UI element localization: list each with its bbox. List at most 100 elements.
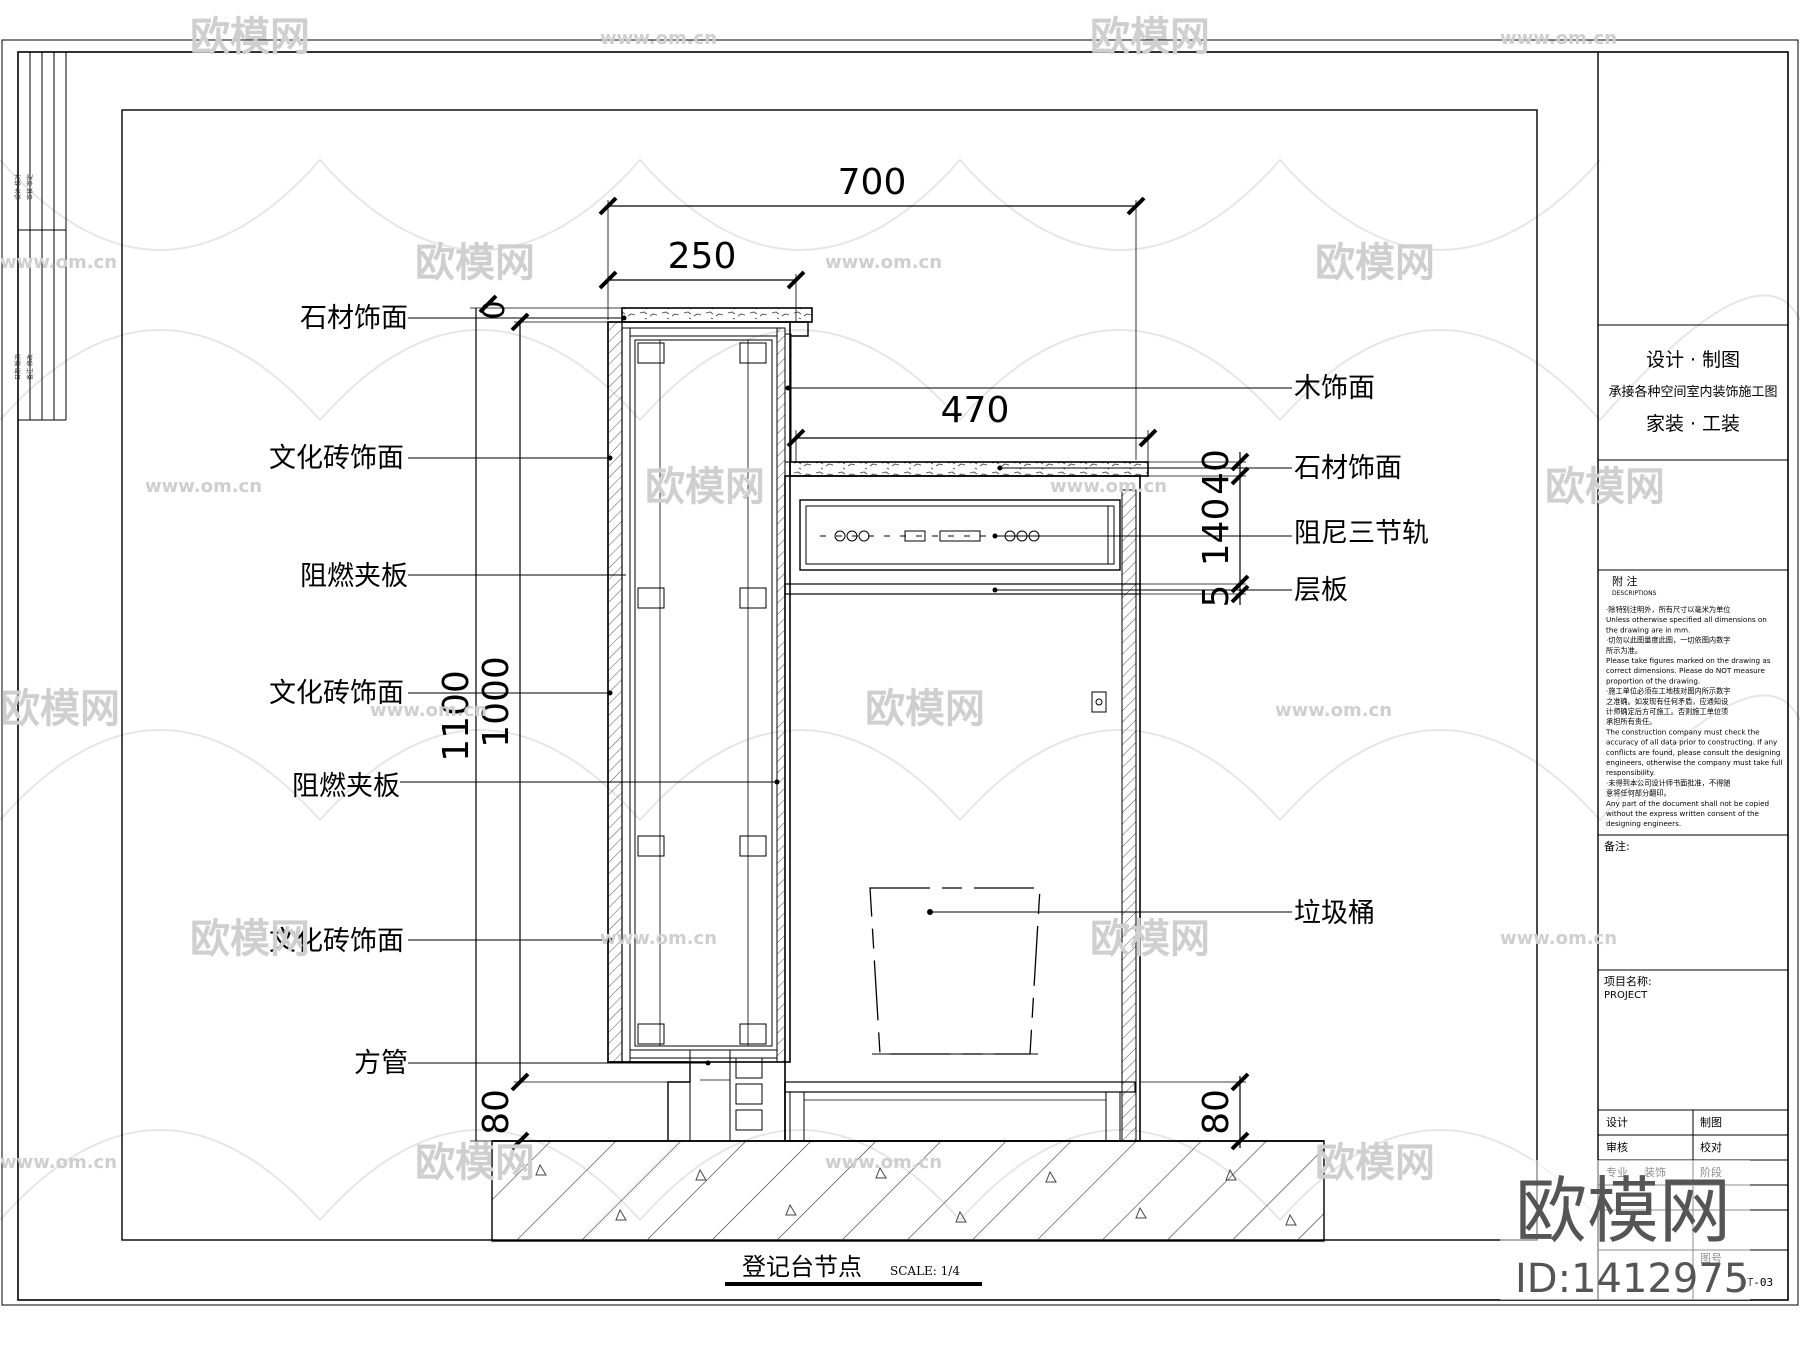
counter-section (607, 307, 1149, 1142)
svg-text:备注 修改: 备注 修改 (26, 354, 34, 380)
svg-text:设计 校对: 设计 校对 (14, 174, 22, 200)
wm-url: www.om.cn (145, 476, 262, 497)
note-line: ·切勿以此图量度此图，一切依图内数字 (1606, 636, 1730, 645)
notes-title: 附 注 (1612, 574, 1638, 588)
svg-text:日期 版次: 日期 版次 (14, 354, 22, 380)
wm-corner-id: ID:1412975 (1515, 1256, 1749, 1302)
tb-line3: 家装 · 工装 (1646, 413, 1740, 435)
wm-url: www.om.cn (1500, 28, 1617, 49)
dim-5: 5 (1196, 585, 1237, 608)
dim-80-right: 80 (1196, 1089, 1237, 1135)
wm-url: www.om.cn (1275, 700, 1392, 721)
dim-1000: 1000 (476, 656, 517, 748)
dim-40: 40 (1196, 449, 1237, 495)
note-line: accuracy of all data prior to constructi… (1606, 738, 1778, 747)
wm-brand: 欧模网 (1315, 1140, 1435, 1186)
watermarks: 欧模网 欧模网 欧模网 欧模网 欧模网 欧模网 欧模网 欧模网 欧模网 欧模网 … (0, 14, 1665, 1186)
wm-brand: 欧模网 (1545, 464, 1665, 510)
watermark-corner: 欧模网 ID:1412975 (1500, 1160, 1750, 1302)
drawing-scale: SCALE: 1/4 (890, 1264, 960, 1278)
label-square-tube: 方管 (354, 1048, 408, 1079)
note-line: 之准确。如发现有任何矛盾，应通知设 (1606, 697, 1728, 706)
label-wood-veneer: 木饰面 (1294, 373, 1375, 404)
sheet-border (1, 39, 1799, 1306)
dimension-lines (470, 196, 1250, 1151)
dim-0: 0 (477, 300, 512, 319)
note-line: proportion of the drawing. (1606, 676, 1700, 685)
wm-brand: 欧模网 (865, 686, 985, 732)
wm-brand: 欧模网 (1315, 240, 1435, 286)
note-line: designing engineers. (1606, 819, 1681, 828)
wm-brand: 欧模网 (415, 1140, 535, 1186)
note-line: ·除特别注明外，所有尺寸以毫米为单位 (1606, 605, 1730, 614)
wm-brand: 欧模网 (645, 464, 765, 510)
tb-line1: 设计 · 制图 (1646, 349, 1740, 371)
wm-url: www.om.cn (825, 252, 942, 273)
label-brick-3: 文化砖饰面 (269, 926, 404, 957)
note-line: ·未得到本公司设计师书面批准，不得随 (1606, 778, 1730, 787)
wm-brand: 欧模网 (0, 686, 120, 732)
wm-url: www.om.cn (0, 252, 117, 273)
wm-url: www.om.cn (1500, 928, 1617, 949)
tb-line2: 承接各种空间室内装饰施工图 (1608, 384, 1777, 400)
note-line: 意将任何部分翻印。 (1606, 789, 1671, 798)
leader-dots (607, 315, 1003, 1066)
wm-url: www.om.cn (600, 28, 717, 49)
ground-slab (491, 1140, 1325, 1242)
label-stone-top: 石材饰面 (300, 303, 408, 334)
note-line: the drawing are in mm. (1606, 625, 1690, 634)
cell-design: 设计 (1606, 1116, 1628, 1129)
note-line: Any part of the document shall not be co… (1606, 799, 1769, 808)
project-cn: 项目名称: (1604, 974, 1652, 988)
cell-review: 审核 (1606, 1140, 1628, 1154)
notes-sub: DESCRIPTIONS (1612, 590, 1657, 597)
note-line: 所示为准。 (1606, 646, 1642, 655)
dim-700: 700 (838, 162, 907, 203)
cell-draw: 制图 (1700, 1116, 1722, 1129)
label-plywood-2: 阻燃夹板 (292, 771, 400, 802)
wm-url: www.om.cn (370, 700, 487, 721)
label-damper-rail: 阻尼三节轨 (1294, 518, 1429, 549)
dim-1100: 1100 (436, 670, 477, 762)
wm-brand: 欧模网 (1090, 14, 1210, 60)
label-brick-2: 文化砖饰面 (269, 678, 404, 709)
note-line: Please take figures marked on the drawin… (1606, 656, 1771, 665)
cell-check: 校对 (1700, 1140, 1722, 1154)
project-en: PROJECT (1604, 990, 1648, 1001)
wm-corner-brand: 欧模网 (1515, 1169, 1731, 1253)
note-line: responsibility. (1606, 768, 1655, 777)
label-shelf: 层板 (1294, 575, 1348, 606)
remarks-label: 备注: (1604, 839, 1630, 853)
dimension-texts: 700 250 470 1100 1000 0 80 80 40 140 5 (436, 162, 1237, 1135)
dim-140: 140 (1196, 498, 1237, 567)
dim-80-left: 80 (476, 1089, 517, 1135)
wm-brand: 欧模网 (190, 14, 310, 60)
wm-brand: 欧模网 (415, 240, 535, 286)
material-labels: 石材饰面 文化砖饰面 阻燃夹板 文化砖饰面 阻燃夹板 文化砖饰面 方管 木饰面 … (269, 303, 1429, 1079)
note-line: without the express written consent of t… (1606, 809, 1760, 818)
wm-url: www.om.cn (600, 928, 717, 949)
note-line: Unless otherwise specified all dimension… (1606, 615, 1767, 624)
label-stone-counter: 石材饰面 (1294, 453, 1402, 484)
note-line: 计师确定后方可施工。否则施工单位须 (1606, 707, 1728, 716)
note-line: The construction company must check the (1605, 727, 1760, 736)
label-trash-bin: 垃圾桶 (1294, 898, 1375, 929)
drawing-title: 登记台节点 (742, 1253, 862, 1281)
wm-url: www.om.cn (1050, 476, 1167, 497)
drawing-title-block: 登记台节点 SCALE: 1/4 (725, 1253, 982, 1286)
note-line: correct dimensions. Please do NOT measur… (1606, 666, 1765, 675)
wm-brand: 欧模网 (1090, 916, 1210, 962)
dim-470: 470 (941, 390, 1010, 431)
wm-brand: 欧模网 (190, 916, 310, 962)
label-brick-1: 文化砖饰面 (269, 443, 404, 474)
label-plywood-1: 阻燃夹板 (300, 561, 408, 592)
wm-url: www.om.cn (0, 1152, 117, 1173)
note-line: engineers, otherwise the company must ta… (1606, 758, 1783, 767)
leader-lines (400, 317, 1292, 1064)
note-line: conflicts are found, please consult the … (1606, 748, 1781, 757)
note-line: ·施工单位必须在工地核对图内所示数字 (1606, 687, 1730, 696)
svg-text:审核 审定: 审核 审定 (26, 174, 34, 200)
margin-text: 设计 校对 审核 审定 日期 版次 备注 修改 (14, 174, 34, 380)
wm-url: www.om.cn (825, 1152, 942, 1173)
